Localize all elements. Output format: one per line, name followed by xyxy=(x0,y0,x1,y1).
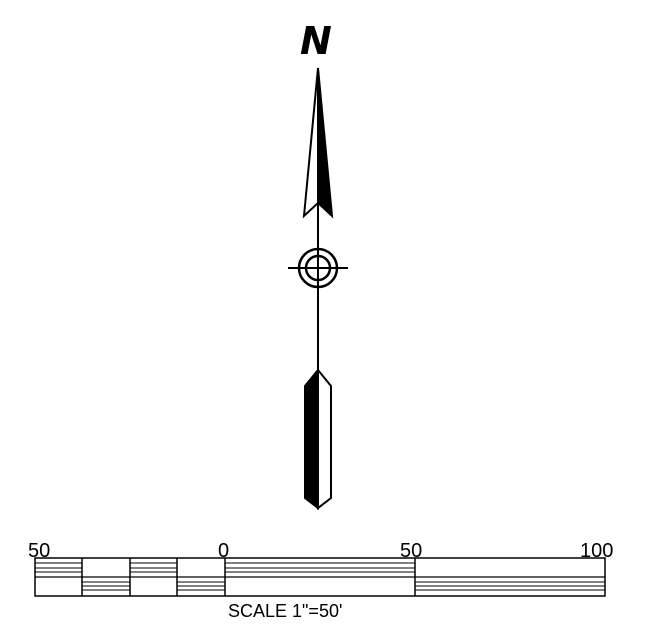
arrow-head-right-half xyxy=(317,67,334,219)
center-target-icon xyxy=(288,242,348,294)
scale-tick-label: 0 xyxy=(218,540,229,562)
arrow-tail-right-half xyxy=(317,367,332,511)
arrow-tail-left-half xyxy=(304,367,319,511)
arrow-head-left-half xyxy=(302,67,319,219)
north-arrow: N xyxy=(288,19,348,511)
scale-tick-label: 50 xyxy=(400,540,422,562)
north-letter: N xyxy=(300,19,332,63)
scale-right-segment xyxy=(415,581,605,591)
scale-bar: 50 0 50 100 xyxy=(28,540,613,621)
scale-caption: SCALE 1"=50' xyxy=(228,601,342,621)
scale-tick-label: 100 xyxy=(580,540,613,562)
scale-tick-label: 50 xyxy=(28,540,50,562)
scale-left-segments xyxy=(35,558,226,596)
